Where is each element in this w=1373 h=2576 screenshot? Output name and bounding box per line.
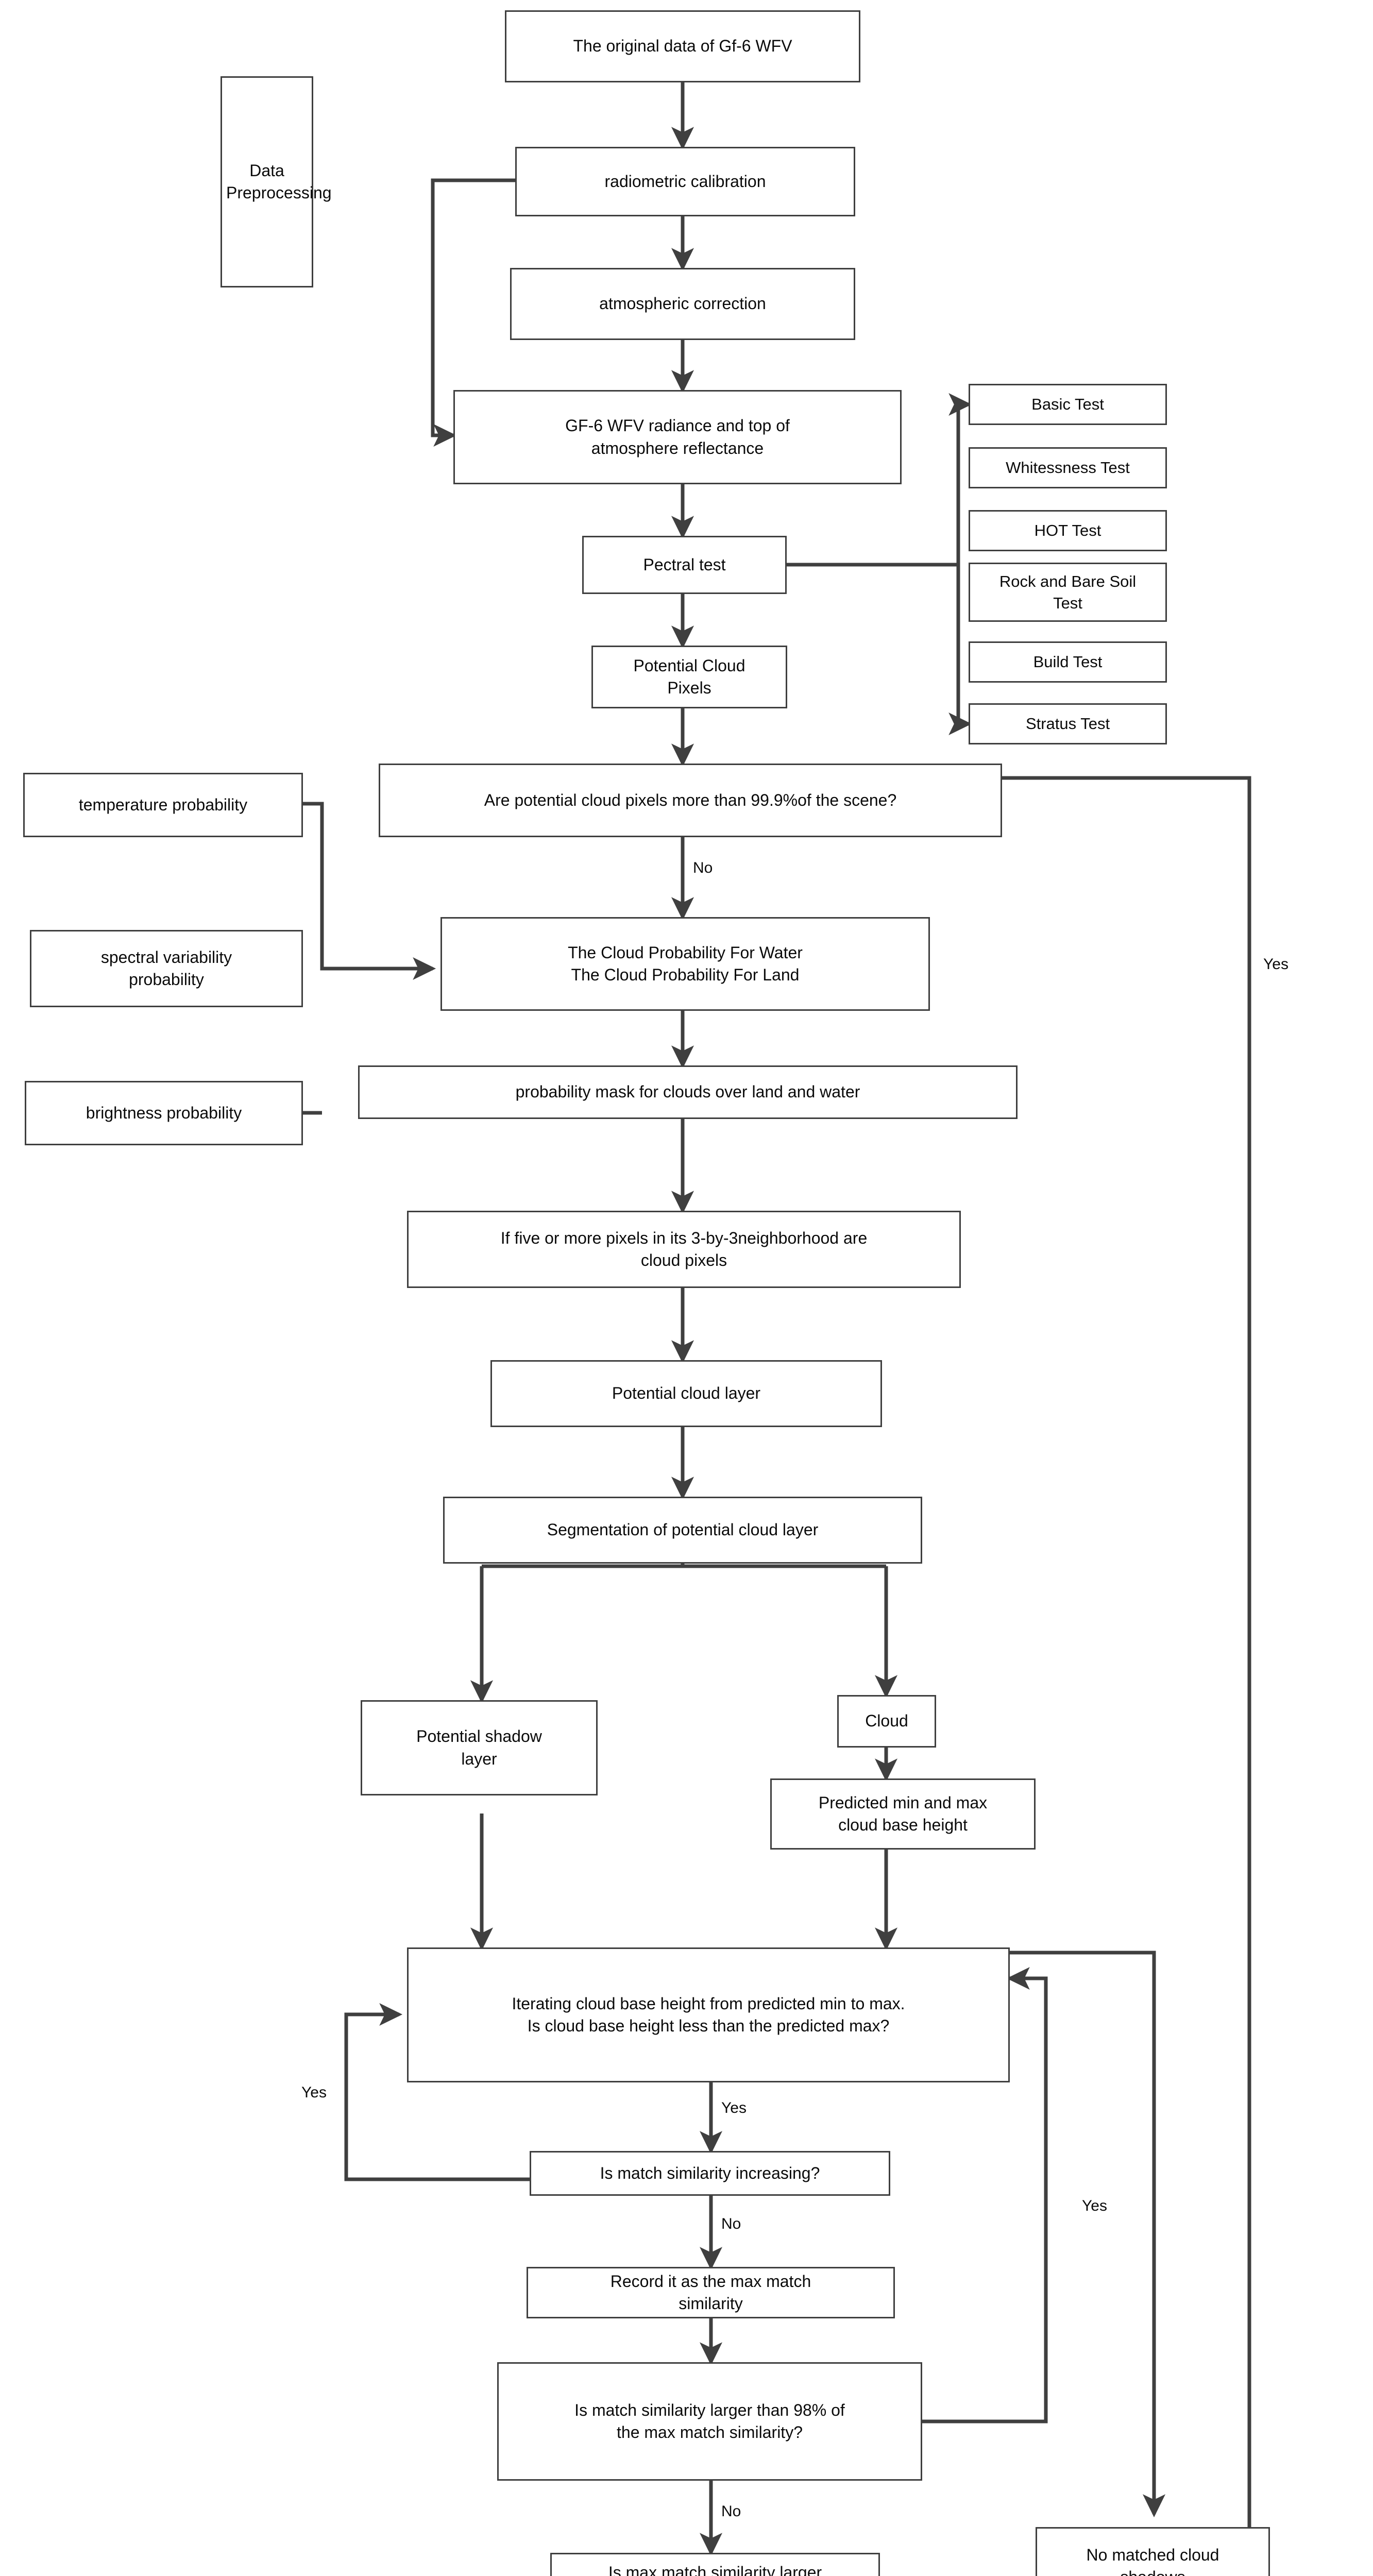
- node-label: Potential Cloud Pixels: [633, 656, 745, 697]
- node-label: Is max match similarity larger than 0.30…: [608, 2563, 822, 2576]
- node-label: probability mask for clouds over land an…: [515, 1082, 860, 1101]
- node-label: Segmentation of potential cloud layer: [547, 1520, 819, 1539]
- node-label: No matched cloud shadows: [1086, 2545, 1219, 2576]
- edge-label-yes-999: Yes: [1263, 956, 1289, 973]
- edge-label-no-increasing: No: [721, 2215, 741, 2232]
- node-spectral-variability-probability: spectral variability probability: [30, 930, 303, 1007]
- node-record-max-match-similarity: Record it as the max match similarity: [527, 2267, 895, 2318]
- edge-label-no-98: No: [721, 2503, 741, 2520]
- node-label: Iterating cloud base height from predict…: [512, 1994, 905, 2035]
- node-radiometric-calibration: radiometric calibration: [515, 147, 855, 216]
- node-label: HOT Test: [1034, 521, 1101, 540]
- node-label: GF-6 WFV radiance and top of atmosphere …: [565, 416, 790, 457]
- node-five-or-more-pixels: If five or more pixels in its 3-by-3neig…: [407, 1211, 961, 1288]
- node-cloud: Cloud: [837, 1695, 936, 1748]
- node-decision-999: Are potential cloud pixels more than 99.…: [379, 764, 1002, 837]
- node-label: atmospheric correction: [599, 294, 766, 313]
- node-potential-cloud-pixels: Potential Cloud Pixels: [591, 646, 787, 708]
- node-label: brightness probability: [86, 1103, 242, 1122]
- node-label: Potential cloud layer: [612, 1384, 761, 1403]
- edge-label-yes-iterating-down: Yes: [721, 2099, 747, 2116]
- node-label: Pectral test: [643, 555, 726, 574]
- node-label: Whitessness Test: [1006, 459, 1130, 477]
- node-label: Data Preprocessing: [226, 161, 332, 202]
- node-label: Rock and Bare Soil Test: [999, 572, 1137, 612]
- node-label: Are potential cloud pixels more than 99.…: [484, 790, 897, 809]
- node-label: Predicted min and max cloud base height: [818, 1793, 988, 1834]
- node-label: Is match similarity larger than 98% of t…: [574, 2400, 845, 2442]
- node-label: The original data of Gf-6 WFV: [573, 37, 792, 56]
- node-label: temperature probability: [78, 795, 248, 814]
- node-label: Is match similarity increasing?: [600, 2163, 820, 2182]
- node-test-rock-bare-soil: Rock and Bare Soil Test: [969, 563, 1167, 622]
- node-is-match-similarity-larger-98: Is match similarity larger than 98% of t…: [497, 2362, 922, 2481]
- node-no-matched-cloud-shadows: No matched cloud shadows: [1036, 2527, 1270, 2576]
- node-segmentation: Segmentation of potential cloud layer: [443, 1497, 922, 1564]
- edge-label-yes-iterating-left: Yes: [301, 2084, 327, 2101]
- node-pectral-test: Pectral test: [582, 536, 787, 594]
- node-potential-shadow-layer: Potential shadow layer: [361, 1700, 598, 1795]
- node-test-hot: HOT Test: [969, 510, 1167, 551]
- node-label: The Cloud Probability For Water The Clou…: [568, 943, 803, 984]
- node-label: Potential shadow layer: [416, 1727, 542, 1768]
- node-probability-mask: probability mask for clouds over land an…: [358, 1065, 1018, 1119]
- node-brightness-probability: brightness probability: [25, 1081, 303, 1145]
- node-data-preprocessing: Data Preprocessing: [221, 76, 332, 287]
- node-temperature-probability: temperature probability: [23, 773, 303, 837]
- node-original-data: The original data of Gf-6 WFV: [505, 10, 860, 82]
- node-test-build: Build Test: [969, 641, 1167, 683]
- node-test-whitessness: Whitessness Test: [969, 447, 1167, 488]
- node-test-basic: Basic Test: [969, 384, 1167, 425]
- node-is-match-similarity-increasing: Is match similarity increasing?: [530, 2151, 890, 2196]
- node-label: Stratus Test: [1025, 715, 1110, 733]
- edge-label-no-999: No: [693, 859, 713, 876]
- node-potential-cloud-layer: Potential cloud layer: [490, 1360, 882, 1427]
- node-label: Cloud: [865, 1711, 908, 1731]
- node-predicted-min-max: Predicted min and max cloud base height: [770, 1778, 1036, 1850]
- node-is-max-match-similarity-larger-030: Is max match similarity larger than 0.30…: [550, 2553, 880, 2576]
- node-atmospheric-correction: atmospheric correction: [510, 268, 855, 340]
- node-label: Basic Test: [1031, 395, 1104, 414]
- node-label: If five or more pixels in its 3-by-3neig…: [500, 1228, 868, 1269]
- node-cloud-probability: The Cloud Probability For Water The Clou…: [440, 917, 930, 1011]
- node-radiance-toa: GF-6 WFV radiance and top of atmosphere …: [453, 390, 902, 484]
- node-iterating-cloud-base-height: Iterating cloud base height from predict…: [407, 1947, 1010, 2082]
- node-label: radiometric calibration: [604, 172, 766, 191]
- edge-label-yes-98-right: Yes: [1082, 2197, 1107, 2214]
- node-label: Record it as the max match similarity: [610, 2272, 811, 2313]
- node-test-stratus: Stratus Test: [969, 703, 1167, 744]
- node-label: Build Test: [1033, 653, 1103, 671]
- node-label: spectral variability probability: [100, 947, 232, 989]
